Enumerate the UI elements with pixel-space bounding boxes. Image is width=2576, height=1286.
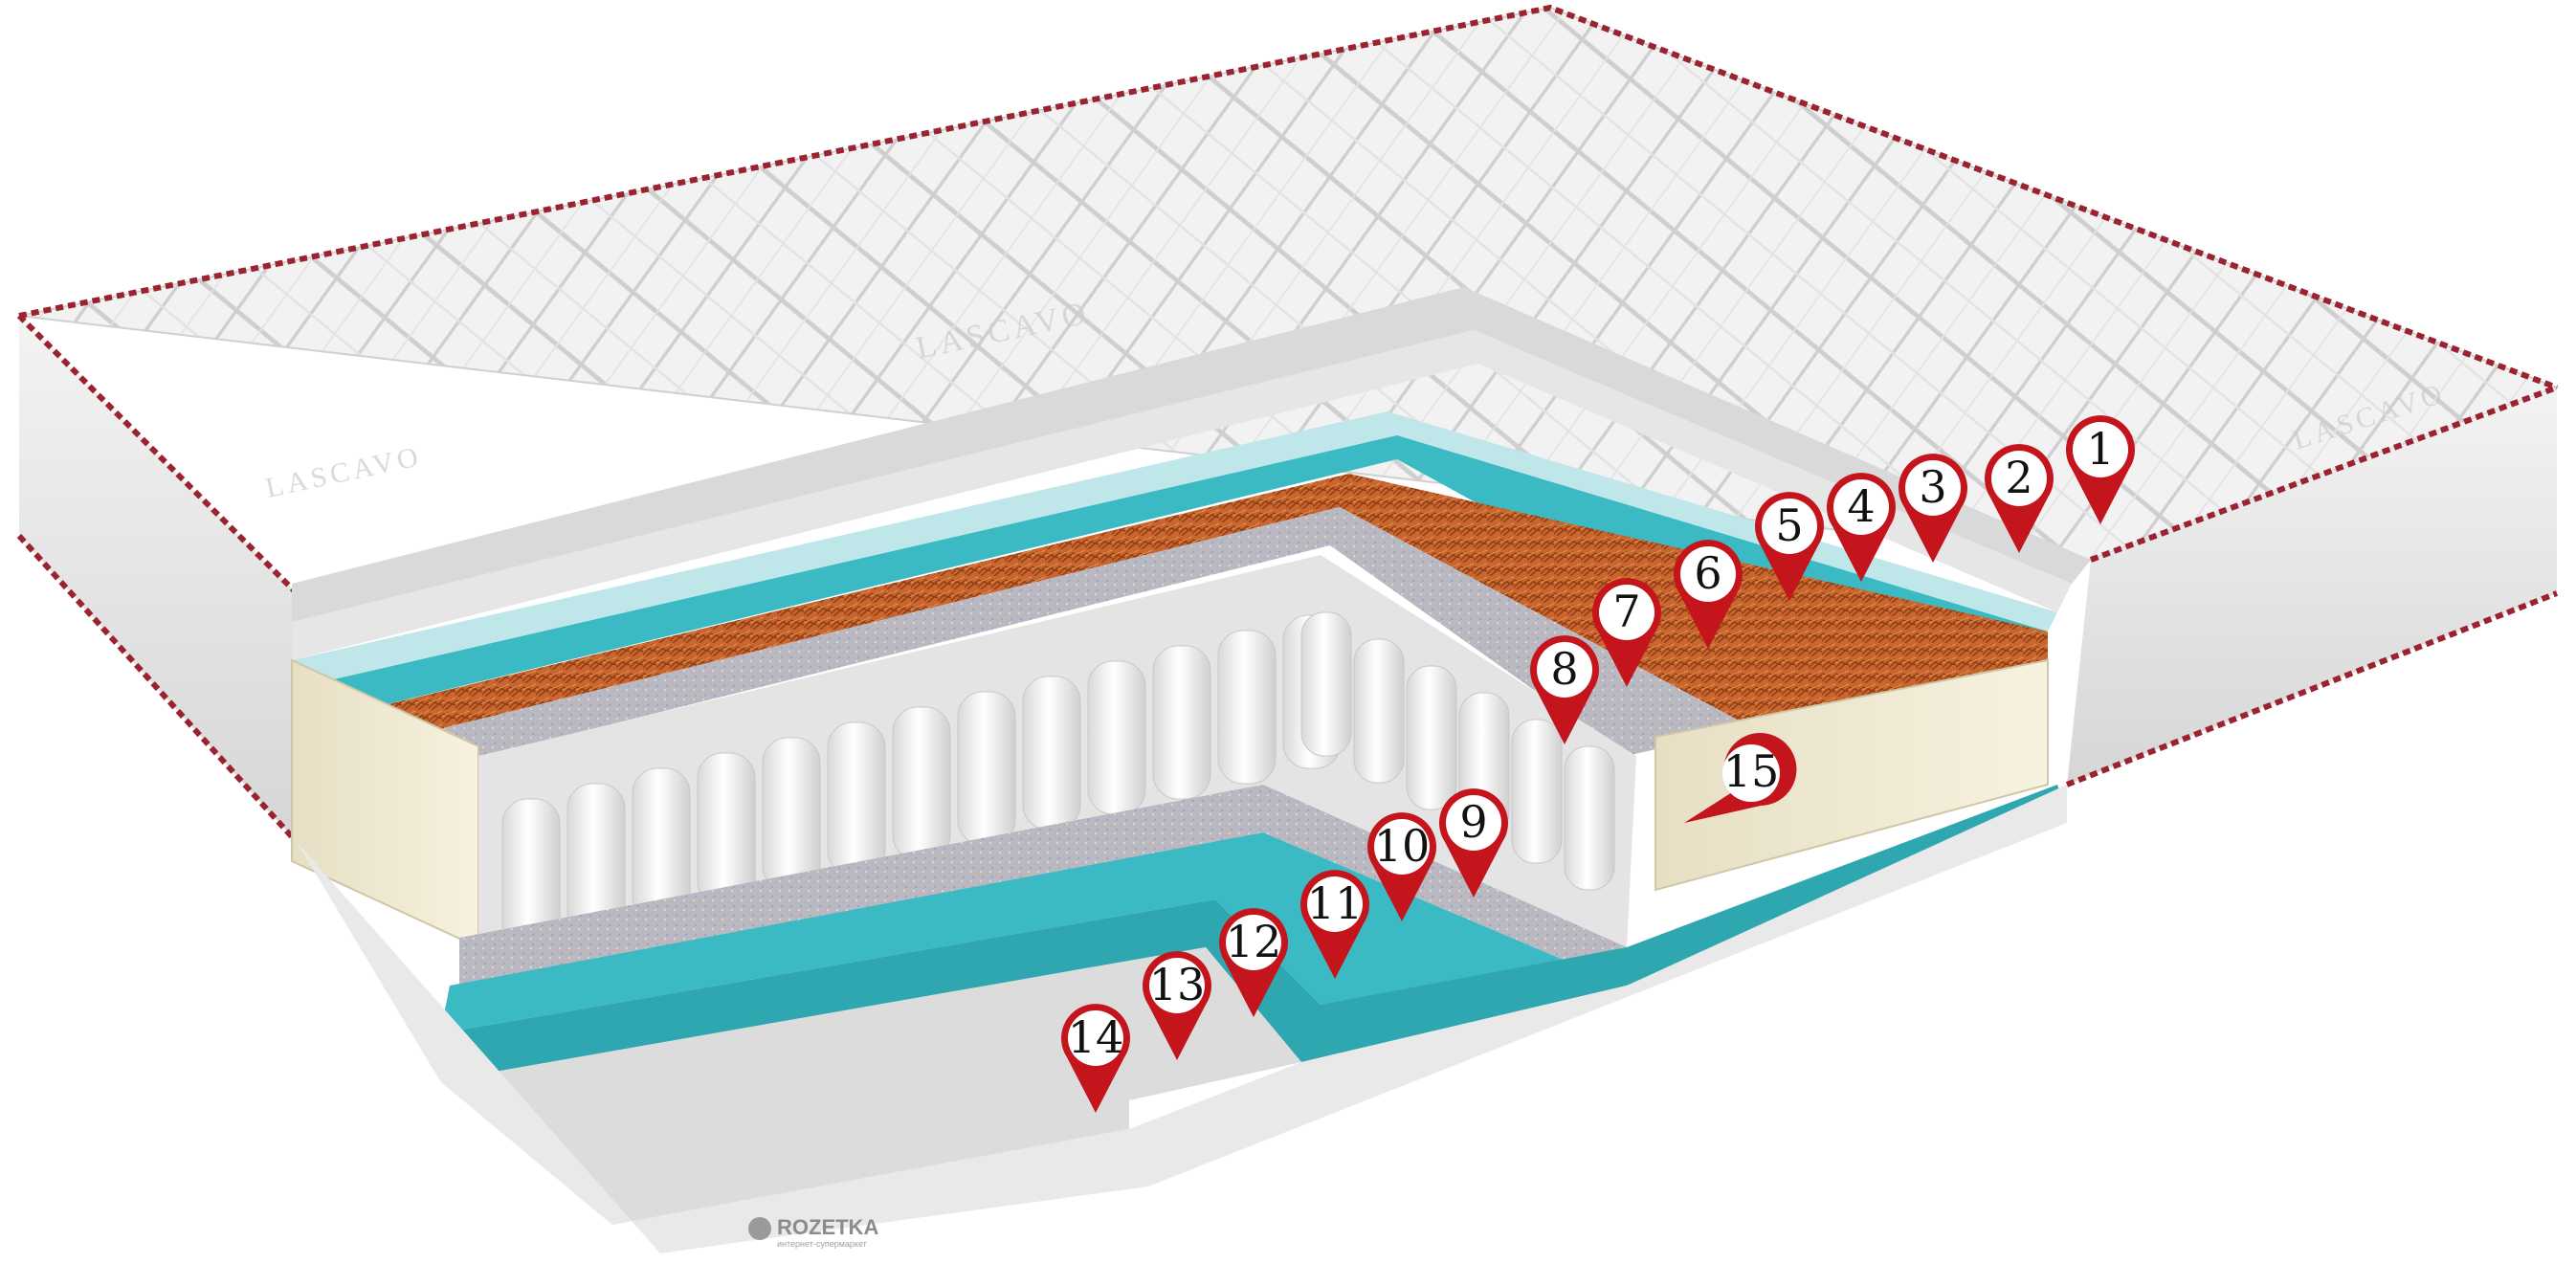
marker-number: 1 <box>2086 423 2114 475</box>
spring-pocket <box>1300 611 1352 757</box>
rozetka-watermark: ROZETKA интернет-супермаркет <box>748 1215 878 1249</box>
marker-number: 11 <box>1307 877 1364 929</box>
marker-10: 10 <box>1367 812 1436 921</box>
spring-pocket <box>957 691 1016 846</box>
marker-7: 7 <box>1592 578 1661 687</box>
marker-number: 6 <box>1694 547 1721 599</box>
spring-pocket <box>1152 645 1211 800</box>
marker-number: 15 <box>1723 745 1780 797</box>
watermark-name: ROZETKA <box>777 1215 878 1239</box>
marker-8: 8 <box>1530 635 1599 744</box>
spring-pocket <box>1087 660 1146 815</box>
spring-pocket <box>1406 665 1457 810</box>
pocket-spring-block <box>478 555 1636 957</box>
brand-text-front: LASCAVO <box>263 440 425 504</box>
mattress-left-side <box>16 313 300 845</box>
marker-11: 11 <box>1299 870 1369 979</box>
marker-number: 10 <box>1374 820 1431 872</box>
watermark-tagline: интернет-супермаркет <box>777 1239 867 1249</box>
spring-pocket <box>892 706 951 861</box>
spring-pocket <box>1353 638 1405 784</box>
marker-2: 2 <box>1985 444 2054 553</box>
marker-number: 8 <box>1550 643 1578 695</box>
marker-1: 1 <box>2066 415 2135 524</box>
marker-9: 9 <box>1438 788 1508 898</box>
marker-number: 9 <box>1459 796 1487 848</box>
top-piping <box>18 4 2559 390</box>
marker-4: 4 <box>1827 473 1896 582</box>
marker-number: 2 <box>2005 452 2032 503</box>
marker-number: 4 <box>1847 480 1875 532</box>
marker-number: 7 <box>1612 586 1640 637</box>
marker-number: 12 <box>1226 916 1282 967</box>
marker-15: 15 <box>1684 733 1797 823</box>
marker-12: 12 <box>1218 908 1288 1017</box>
spring-pocket <box>762 737 821 892</box>
mattress-right-side <box>2065 385 2559 787</box>
spring-pocket <box>1022 676 1081 831</box>
marker-3: 3 <box>1899 454 1967 563</box>
marker-13: 13 <box>1142 951 1211 1060</box>
marker-5: 5 <box>1755 492 1824 601</box>
spring-pocket <box>827 721 886 876</box>
marker-number: 13 <box>1149 959 1206 1010</box>
spring-pocket <box>1511 719 1563 864</box>
marker-number: 14 <box>1068 1011 1124 1063</box>
marker-14: 14 <box>1061 1004 1131 1113</box>
spring-pocket <box>1564 745 1615 891</box>
spring-pocket <box>1217 630 1277 785</box>
rozetka-logo-icon <box>748 1217 771 1240</box>
marker-6: 6 <box>1674 540 1743 649</box>
marker-number: 5 <box>1775 499 1803 551</box>
marker-number: 3 <box>1919 461 1946 513</box>
